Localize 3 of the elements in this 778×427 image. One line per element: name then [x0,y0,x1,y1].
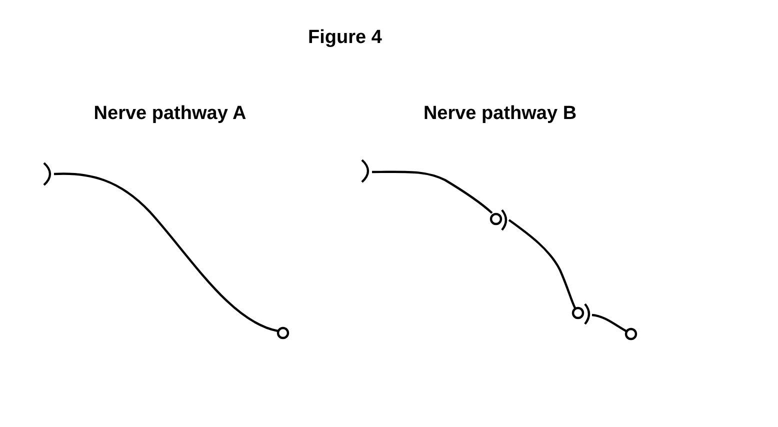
figure-title: Figure 4 [308,27,382,49]
pathway-label: Nerve pathway A [94,103,246,125]
pathway-label: Nerve pathway B [423,103,577,125]
